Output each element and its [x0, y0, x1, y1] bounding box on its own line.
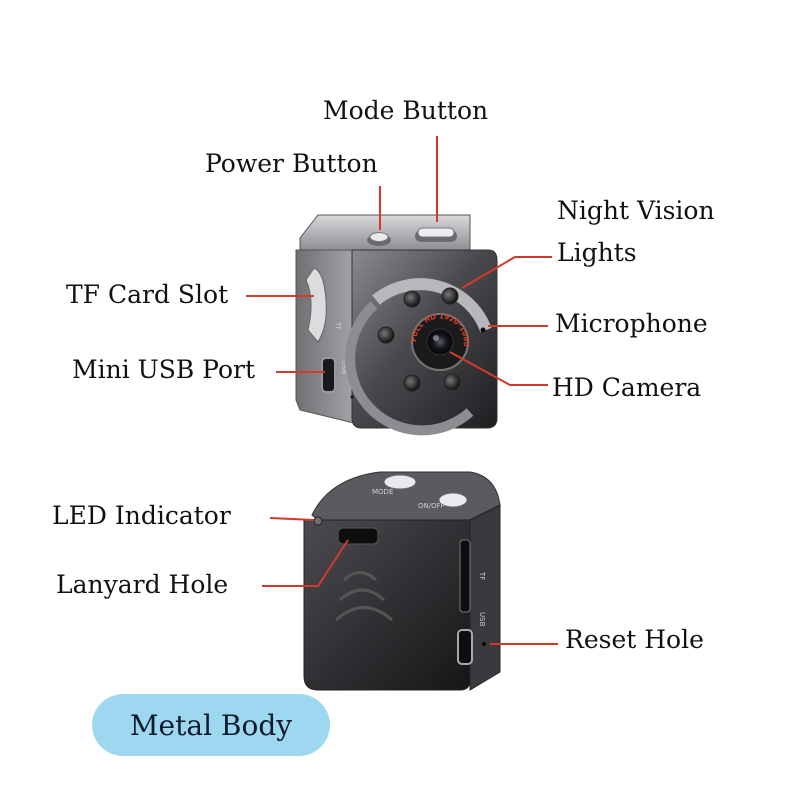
label-microphone: Microphone [555, 309, 708, 338]
mini-usb-port-back-graphic [457, 629, 473, 665]
tf-card-slot-graphic [305, 267, 327, 343]
label-led-indicator: LED Indicator [52, 501, 231, 530]
metal-body-badge-text: Metal Body [129, 708, 293, 742]
leader-night-vision [461, 256, 552, 289]
label-mode-button: Mode Button [323, 96, 489, 125]
hd-camera-lens-graphic: FULL HD 1920*1080 [410, 312, 470, 371]
label-lanyard-hole: Lanyard Hole [56, 570, 229, 599]
lanyard-hole-graphic [337, 527, 379, 545]
leader-lines [246, 136, 558, 645]
reset-hole-graphic [482, 642, 486, 646]
on-off-marking: ON/OFF [418, 502, 445, 510]
led-indicator-graphic [313, 516, 323, 526]
night-vision-lights-graphic [377, 287, 461, 392]
tf-marking: TF [334, 321, 342, 330]
label-night-vision-line1: Night Vision [557, 196, 715, 225]
reset-hole-top-graphic [350, 395, 354, 399]
power-button-graphic [367, 232, 391, 246]
label-night-vision-line2: Lights [557, 238, 637, 267]
microphone-graphic [480, 327, 486, 333]
leader-lanyard [262, 539, 349, 587]
leader-led [269, 517, 315, 521]
label-power-button: Power Button [205, 149, 378, 178]
mode-button-graphic [415, 227, 457, 242]
usb-marking-back: USB [478, 612, 486, 627]
mini-usb-port-graphic [321, 357, 336, 393]
tf-marking-back: TF [478, 571, 486, 580]
label-tf-card-slot: TF Card Slot [66, 280, 229, 309]
leader-hd-camera [449, 351, 548, 386]
label-reset-hole: Reset Hole [565, 625, 704, 654]
label-mini-usb-port: Mini USB Port [72, 355, 256, 384]
metal-body-badge: Metal Body [92, 694, 330, 756]
mode-marking: MODE [372, 488, 393, 496]
camera-back-view: MODE ON/OFF TF USB [303, 471, 501, 691]
label-hd-camera: HD Camera [552, 373, 702, 402]
usb-marking: USB [340, 360, 348, 375]
camera-front-view: TF USB FULL HD 1920*1080 [295, 214, 498, 436]
